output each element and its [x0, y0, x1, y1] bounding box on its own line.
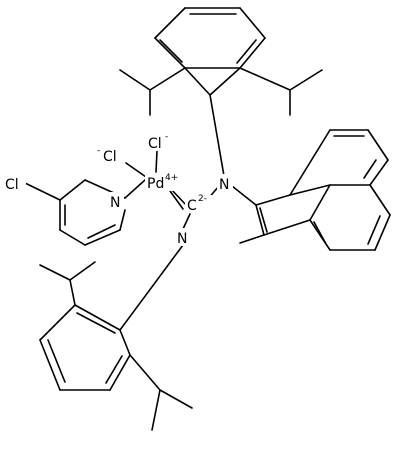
bond-line: [182, 213, 191, 230]
bond-line: [239, 37, 266, 69]
bond-line: [289, 129, 331, 196]
bond-line: [289, 69, 323, 91]
bond-line: [369, 159, 389, 186]
bond-line: [159, 39, 183, 63]
bond-line: [24, 182, 61, 201]
bond-line: [69, 279, 76, 306]
bond-line: [105, 355, 123, 384]
bond-line: [313, 221, 327, 245]
bond-line: [209, 67, 241, 96]
bond-line: [239, 67, 291, 91]
bond-line: [39, 304, 76, 341]
bond-line: [149, 67, 186, 91]
carbene-charge: 2-: [198, 194, 207, 204]
bond-line: [119, 69, 151, 91]
bond-line: [184, 67, 211, 96]
bond-line: [87, 224, 116, 239]
bond-line: [47, 339, 66, 383]
bond-line: [169, 190, 184, 210]
bond-line: [309, 184, 331, 221]
bond-line: [129, 354, 161, 391]
bond-line: [39, 339, 61, 391]
bond-line: [239, 234, 265, 244]
carbene-carbon-label: C: [187, 198, 197, 214]
bond-line: [259, 207, 268, 233]
bond-line: [74, 304, 121, 331]
bond-line: [367, 129, 389, 161]
chloride-left-charge: -: [97, 146, 100, 156]
bond-line: [125, 162, 147, 178]
chloro-substituent-label: Cl: [5, 177, 19, 193]
atom-labels: Pd 4+ Cl - - Cl Cl N C 2- N N: [4, 132, 233, 247]
bond-line: [119, 209, 126, 231]
bond-line: [119, 244, 184, 331]
bond-line: [154, 37, 186, 69]
bond-line: [367, 215, 381, 245]
palladium-charge: 4+: [165, 173, 178, 183]
bond-line: [159, 389, 193, 409]
bond-line: [309, 219, 331, 251]
bond-line: [255, 194, 291, 206]
bond-line: [124, 179, 146, 199]
bond-line: [59, 229, 86, 246]
palladium-atom-label: Pd: [147, 176, 164, 192]
bond-line: [69, 261, 96, 281]
bond-line: [231, 185, 257, 206]
imidazole-nitrogen-bottom-label: N: [177, 231, 187, 247]
bond-line: [239, 7, 266, 39]
chloride-left-label: Cl: [103, 149, 117, 165]
bond-line: [155, 150, 158, 173]
bond-line: [289, 184, 331, 196]
bond-line: [76, 312, 116, 334]
bond-line: [236, 39, 257, 64]
bond-line: [109, 354, 131, 391]
chloride-right-label: Cl: [148, 136, 162, 152]
bond-line: [209, 94, 225, 177]
bond-lines: [24, 7, 391, 431]
bond-line: [151, 389, 161, 431]
pyridine-nitrogen-label: N: [110, 195, 120, 211]
bond-line: [119, 329, 131, 356]
bond-line: [255, 204, 265, 236]
bond-line: [39, 264, 71, 281]
bond-line: [374, 214, 391, 251]
bond-line: [263, 219, 311, 236]
bond-line: [59, 179, 86, 201]
bond-line: [154, 7, 186, 39]
bond-line: [363, 159, 377, 179]
imidazole-nitrogen-top-label: N: [219, 177, 229, 193]
bond-line: [84, 229, 121, 246]
bond-line: [369, 184, 391, 216]
chloride-right-charge: -: [165, 132, 168, 142]
